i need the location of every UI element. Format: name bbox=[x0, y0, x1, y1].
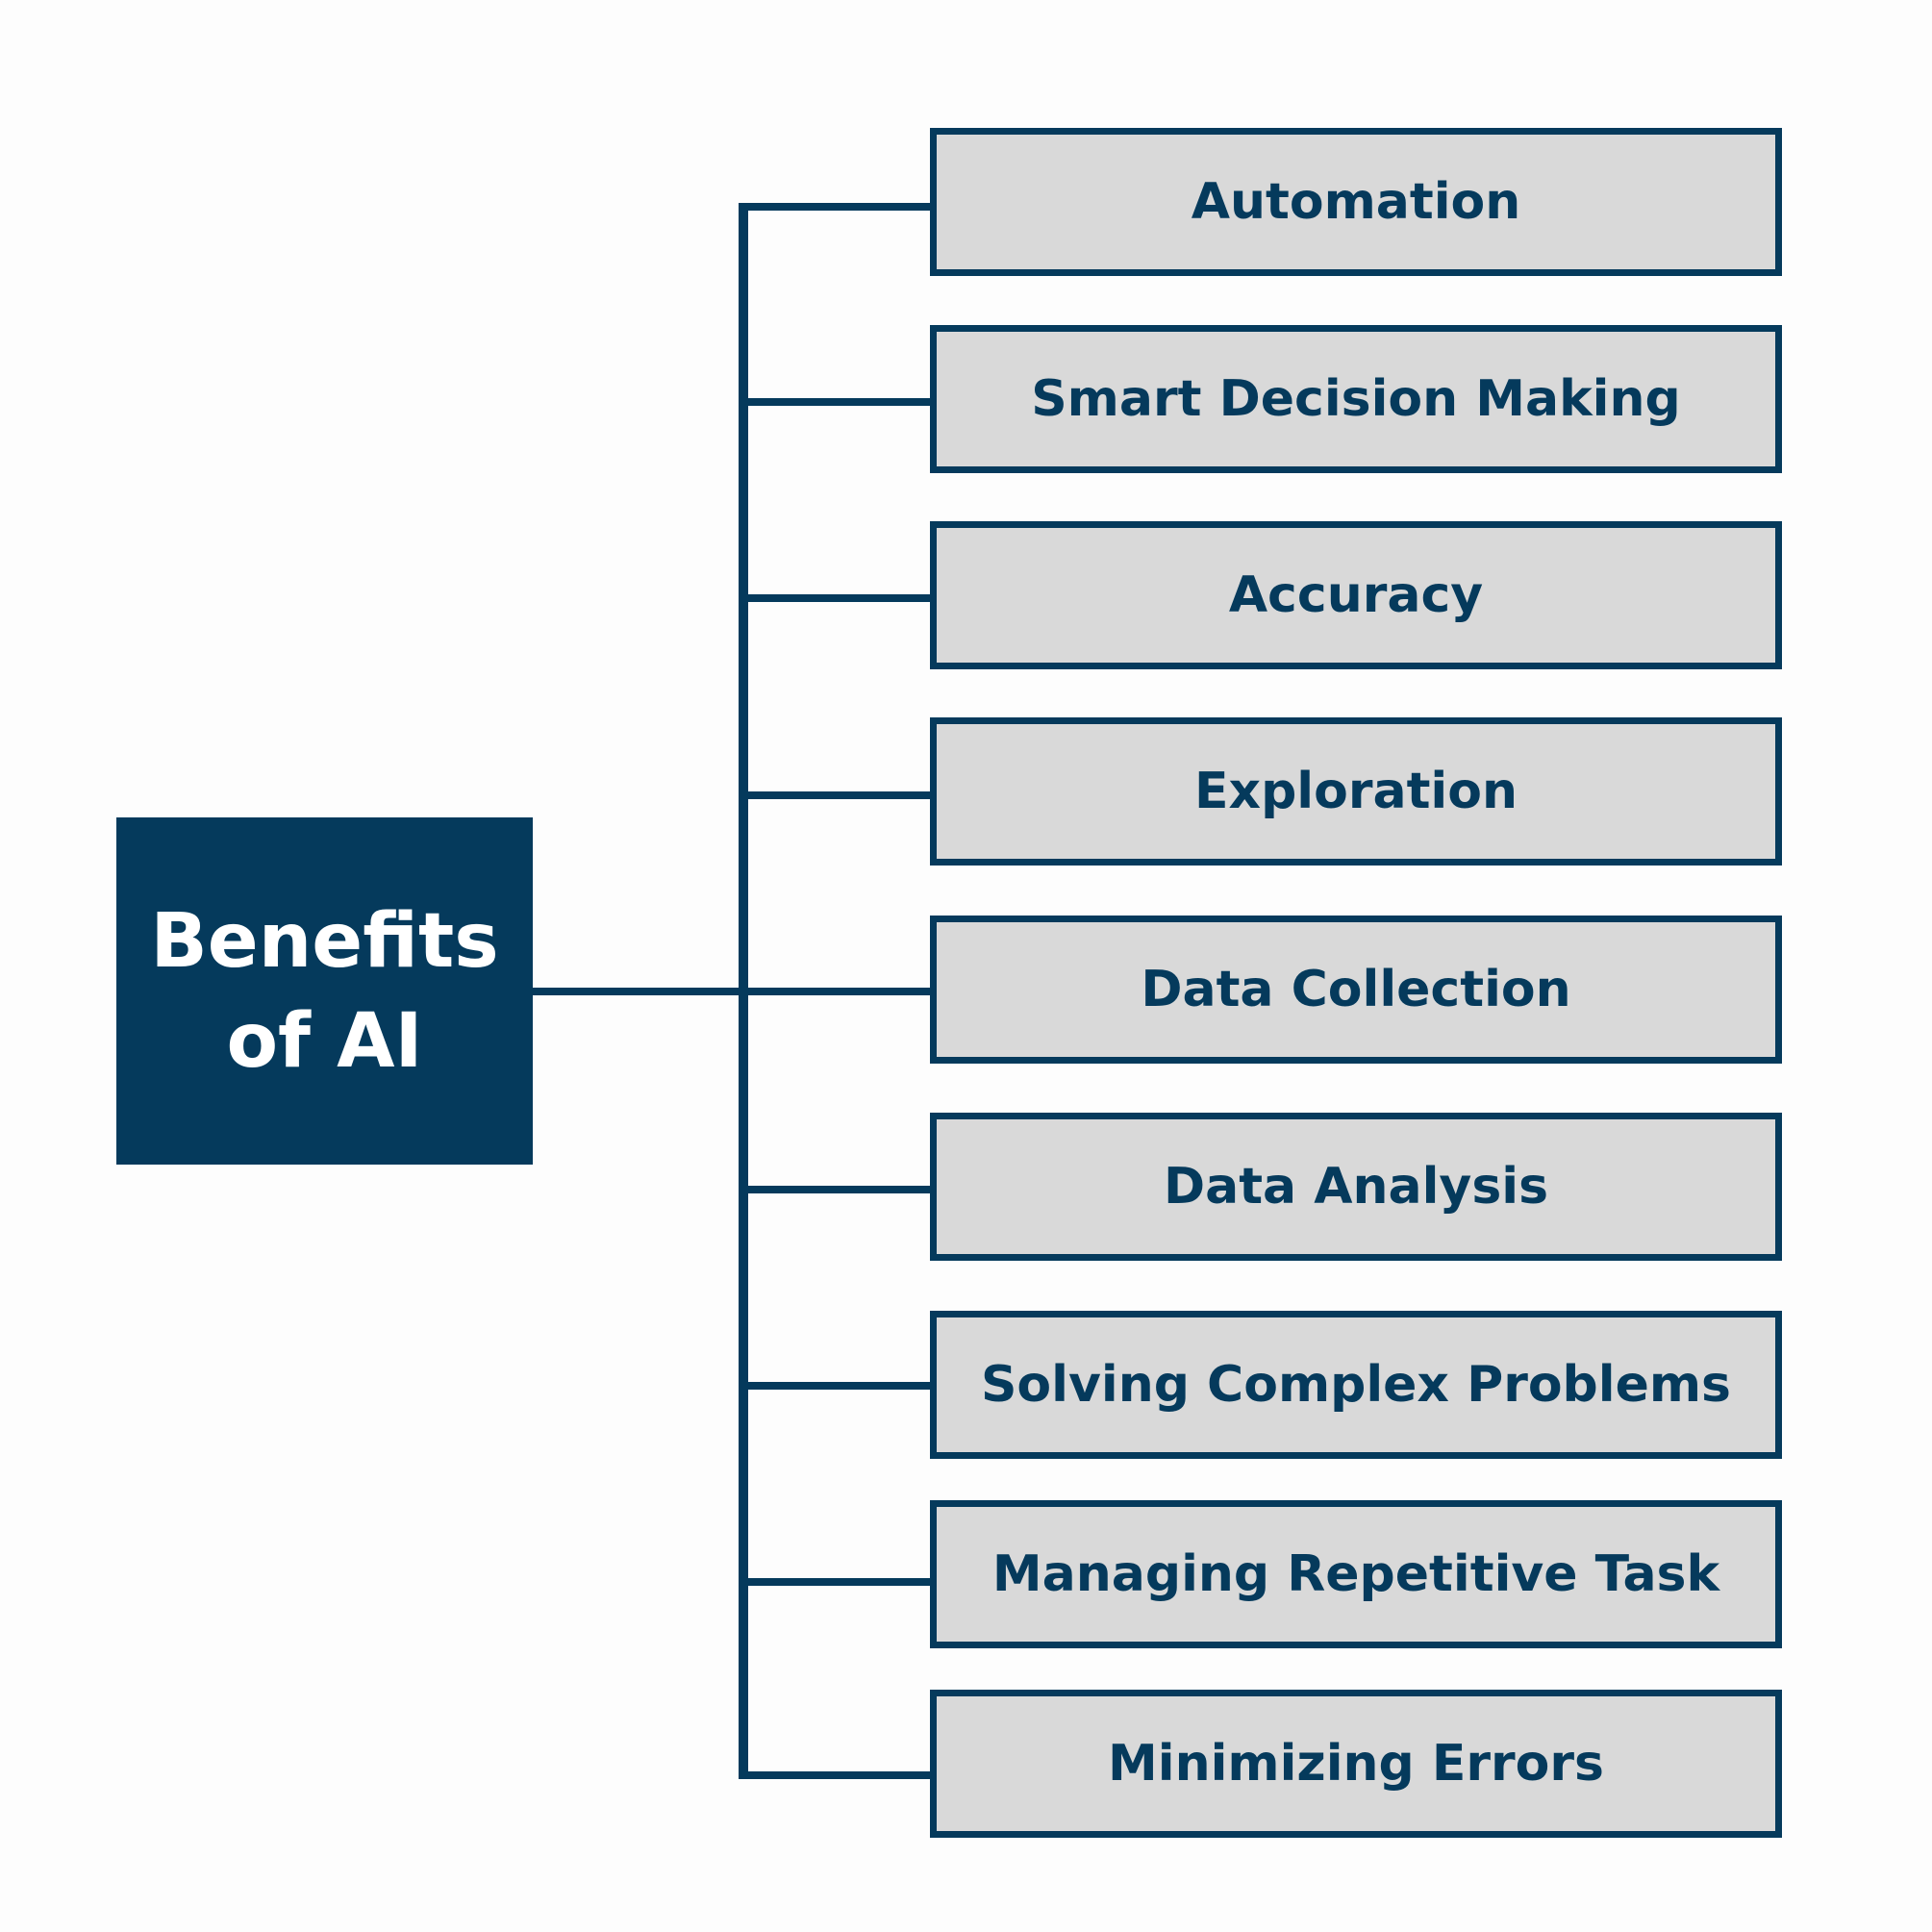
node-label: Accuracy bbox=[1228, 566, 1484, 624]
node-exploration: Exploration bbox=[930, 717, 1782, 866]
node-label: Data Analysis bbox=[1163, 1158, 1549, 1216]
node-label: Solving Complex Problems bbox=[980, 1356, 1732, 1414]
node-label: Minimizing Errors bbox=[1108, 1735, 1604, 1793]
node-data-collection: Data Collection bbox=[930, 916, 1782, 1064]
root-node-benefits-of-ai: Benefits of AI bbox=[116, 817, 533, 1165]
root-label-line2: of AI bbox=[226, 997, 423, 1085]
node-managing-repetitive-task: Managing Repetitive Task bbox=[930, 1500, 1782, 1648]
root-label-line1: Benefits bbox=[150, 897, 499, 985]
node-minimizing-errors: Minimizing Errors bbox=[930, 1690, 1782, 1838]
node-label: Automation bbox=[1191, 173, 1521, 231]
node-label: Exploration bbox=[1194, 763, 1518, 820]
node-label: Managing Repetitive Task bbox=[991, 1545, 1720, 1603]
node-automation: Automation bbox=[930, 128, 1782, 276]
node-label: Smart Decision Making bbox=[1031, 370, 1681, 428]
node-accuracy: Accuracy bbox=[930, 521, 1782, 669]
node-smart-decision-making: Smart Decision Making bbox=[930, 325, 1782, 473]
node-solving-complex-problems: Solving Complex Problems bbox=[930, 1311, 1782, 1459]
node-data-analysis: Data Analysis bbox=[930, 1113, 1782, 1261]
node-label: Data Collection bbox=[1141, 961, 1571, 1018]
